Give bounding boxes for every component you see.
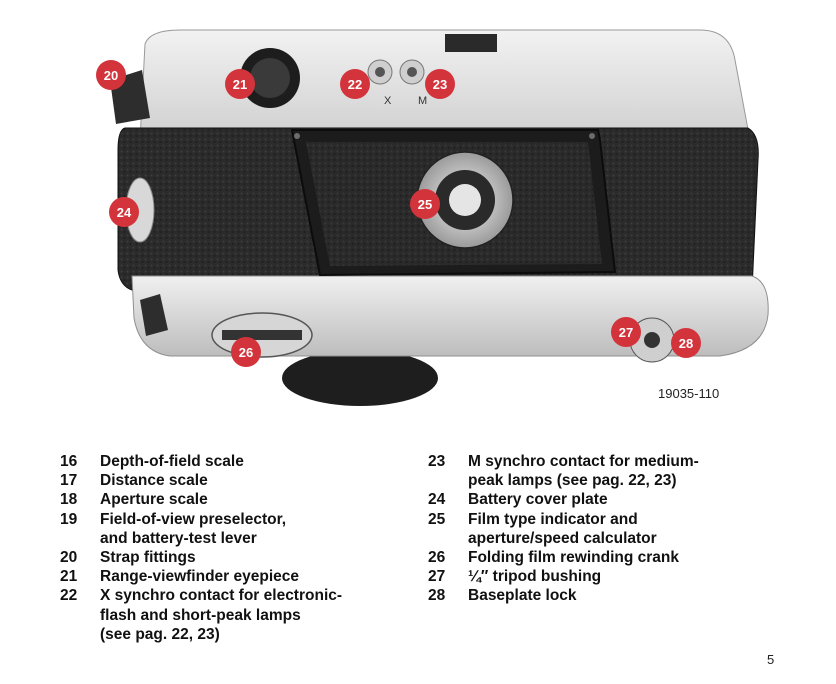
legend-item: 19 Field-of-view preselector,and battery…: [60, 510, 420, 548]
svg-text:25: 25: [418, 197, 432, 212]
callout-26: 26: [231, 337, 261, 367]
legend-item: 18 Aperture scale: [60, 490, 420, 509]
item-text: Distance scale: [100, 472, 208, 490]
item-number: 25: [428, 510, 446, 528]
item-text: Range-viewfinder eyepiece: [100, 568, 299, 586]
callout-25: 25: [410, 189, 440, 219]
item-number: 16: [60, 453, 78, 470]
legend-item: 22 X synchro contact for electronic-flas…: [60, 586, 420, 644]
legend-item: 20 Strap fittings: [60, 548, 420, 567]
item-number: 24: [428, 491, 446, 509]
legend-item: 21 Range-viewfinder eyepiece: [60, 567, 420, 586]
item-number: 21: [60, 568, 78, 586]
item-number: 23: [428, 453, 446, 470]
callout-28: 28: [671, 328, 701, 358]
camera-illustration: X M 20 21 22 23: [96, 29, 769, 406]
legend-item: 27 ¼″ tripod bushing: [428, 567, 808, 586]
svg-text:23: 23: [433, 77, 447, 92]
item-number: 22: [60, 587, 78, 605]
callout-21: 21: [225, 69, 255, 99]
item-text: Baseplate lock: [468, 587, 577, 605]
callout-27: 27: [611, 317, 641, 347]
item-text: Depth-of-field scale: [100, 453, 244, 470]
svg-text:22: 22: [348, 77, 362, 92]
x-mark: X: [384, 95, 392, 107]
item-text: Strap fittings: [100, 549, 196, 567]
item-text: Battery cover plate: [468, 491, 608, 509]
callout-24: 24: [109, 197, 139, 227]
legend-item: 17 Distance scale: [60, 471, 420, 490]
item-number: 27: [428, 568, 446, 586]
m-mark: M: [418, 95, 427, 107]
svg-text:24: 24: [117, 205, 132, 220]
item-number: 19: [60, 510, 78, 528]
camera-figure: X M 20 21 22 23: [96, 29, 769, 406]
legend-item: 23 M synchro contact for medium-peak lam…: [428, 452, 808, 490]
legend-right: 23 M synchro contact for medium-peak lam…: [428, 452, 808, 606]
item-text: ¼″ tripod bushing: [468, 568, 602, 586]
item-number: 26: [428, 549, 446, 567]
item-number: 18: [60, 491, 78, 509]
item-number: 28: [428, 587, 446, 605]
svg-text:27: 27: [619, 325, 633, 340]
item-text: X synchro contact for electronic-flash a…: [100, 587, 343, 643]
callout-23: 23: [425, 69, 455, 99]
svg-text:26: 26: [239, 345, 253, 360]
figure-code: 19035-110: [658, 386, 720, 401]
item-text: Field-of-view preselector,and battery-te…: [100, 510, 287, 547]
legend-item: 26 Folding film rewinding crank: [428, 548, 808, 567]
item-number: 20: [60, 549, 78, 567]
svg-text:28: 28: [679, 336, 693, 351]
page-number: 5: [767, 652, 775, 667]
callout-22: 22: [340, 69, 370, 99]
svg-text:21: 21: [233, 77, 247, 92]
lens-shape: [282, 350, 438, 406]
item-number: 17: [60, 472, 78, 490]
item-text: M synchro contact for medium-peak lamps …: [468, 453, 699, 490]
callout-20: 20: [96, 60, 126, 90]
item-text: Folding film rewinding crank: [468, 549, 679, 567]
svg-text:20: 20: [104, 68, 118, 83]
item-text: Aperture scale: [100, 491, 208, 509]
legend-left: 16 Depth-of-field scale 17 Distance scal…: [60, 452, 420, 644]
legend-item: 28 Baseplate lock: [428, 586, 808, 605]
legend-item: 16 Depth-of-field scale: [60, 452, 420, 471]
legend-item: 24 Battery cover plate: [428, 490, 808, 509]
